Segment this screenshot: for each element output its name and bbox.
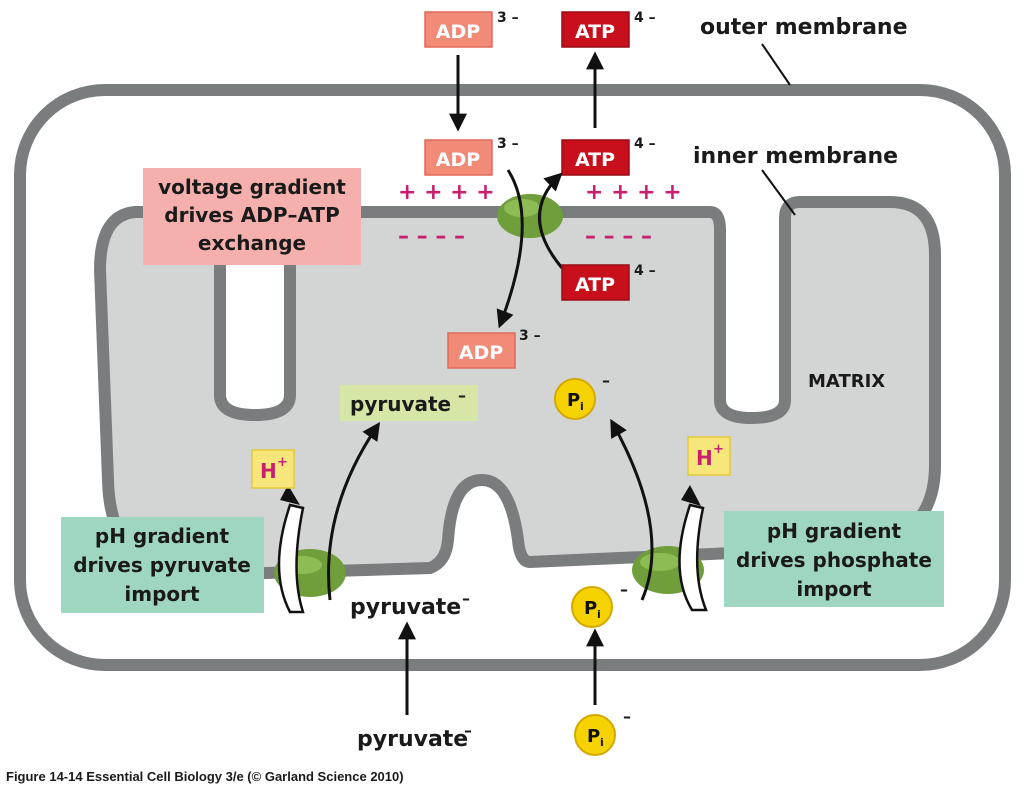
atp-outside-label: ATP [575,21,615,43]
atp-out-of-matrix-arrow [538,172,564,269]
inner-membrane-label: inner membrane [693,144,898,169]
phosphate-outside-p: P [587,726,600,747]
phosphate-intermembrane-charge: – [620,580,628,599]
proton-right-h: H [696,446,713,470]
atp-intermembrane-label: ATP [575,149,615,171]
phosphate-intermembrane-p: P [584,598,597,619]
phosphate-outside-i: i [600,736,604,749]
voltage-gradient-line-2: drives ADP–ATP [164,203,339,227]
crista-left [214,224,296,422]
ph-pyruvate-line-2: drives pyruvate [73,553,251,577]
proton-left-box [251,449,295,489]
phosphate-matrix-charge: – [602,371,610,390]
adp-intermembrane-box [424,139,493,176]
adp-intermembrane-label: ADP [436,149,480,171]
adp-intermembrane-charge: 3 – [497,136,519,152]
matrix-label: MATRIX [808,371,885,392]
atp-intermembrane-charge: 4 – [634,136,656,152]
proton-flow-arrowhead-left [280,485,300,505]
inner-membrane-pointer [761,169,796,216]
phosphate-matrix-i: i [580,400,584,413]
adp-outside-charge: 3 – [497,10,519,26]
pyruvate-import-curve [327,422,381,601]
ph-pyruvate-line-1: pH gradient [95,524,230,548]
atp-matrix-charge: 4 – [634,263,656,279]
ph-phosphate-line-3: import [796,577,872,601]
ph-gradient-pyruvate-box [61,517,264,613]
pyruvate-outside-charge: – [464,721,472,740]
atp-outside-charge: 4 – [634,10,656,26]
ph-phosphate-line-1: pH gradient [767,519,902,543]
adp-matrix-box [447,332,516,369]
phosphate-intermembrane-i: i [597,608,601,621]
phosphate-intermembrane-icon [571,586,613,628]
pyruvate-intermembrane-charge: – [462,589,470,608]
plus-charges-right: + + + + [585,180,682,205]
minus-charges-right: – – – – [585,224,652,249]
atp-matrix-label: ATP [575,274,615,296]
figure-caption: Figure 14-14 Essential Cell Biology 3/e … [6,769,404,784]
proton-flow-arrow-left [277,503,305,614]
ph-gradient-phosphate-box [724,511,944,607]
pyruvate-matrix-box [340,385,478,421]
proton-flow-arrow-right [678,503,708,612]
pyruvate-matrix-label: pyruvate [350,392,451,416]
voltage-gradient-line-3: exchange [198,231,306,255]
phosphate-transporter-highlight [640,553,680,571]
atp-outside-box [561,11,630,48]
adp-outside-label: ADP [436,21,480,43]
ph-phosphate-line-2: drives phosphate [736,548,932,572]
atp-intermembrane-box [561,139,630,176]
phosphate-outside-charge: – [623,707,631,726]
proton-right-plus: + [713,442,724,457]
proton-right-box [687,436,731,476]
ph-pyruvate-line-3: import [124,582,200,606]
phosphate-matrix-icon [554,378,596,420]
voltage-gradient-line-1: voltage gradient [158,175,346,199]
outer-membrane-pointer [761,43,791,86]
atp-matrix-box [561,264,630,301]
proton-left-h: H [260,459,277,483]
minus-charges-left: – – – – [398,224,465,249]
proton-left-plus: + [277,455,288,470]
plus-charges-left: + + + + [398,180,495,205]
voltage-gradient-box [143,168,361,265]
phosphate-matrix-p: P [567,390,580,411]
adp-outside-box [424,11,493,48]
phosphate-outside-icon [574,714,616,756]
outer-membrane-label: outer membrane [700,15,908,40]
phosphate-import-curve [610,418,654,601]
proton-flow-arrowhead-right [681,485,701,506]
pyruvate-outside-label: pyruvate [357,727,468,752]
adp-into-matrix-arrow [496,169,524,329]
adp-matrix-charge: 3 – [519,328,541,344]
adp-matrix-label: ADP [459,342,503,364]
pyruvate-intermembrane-label: pyruvate [350,595,461,620]
pyruvate-matrix-charge: – [458,386,466,405]
